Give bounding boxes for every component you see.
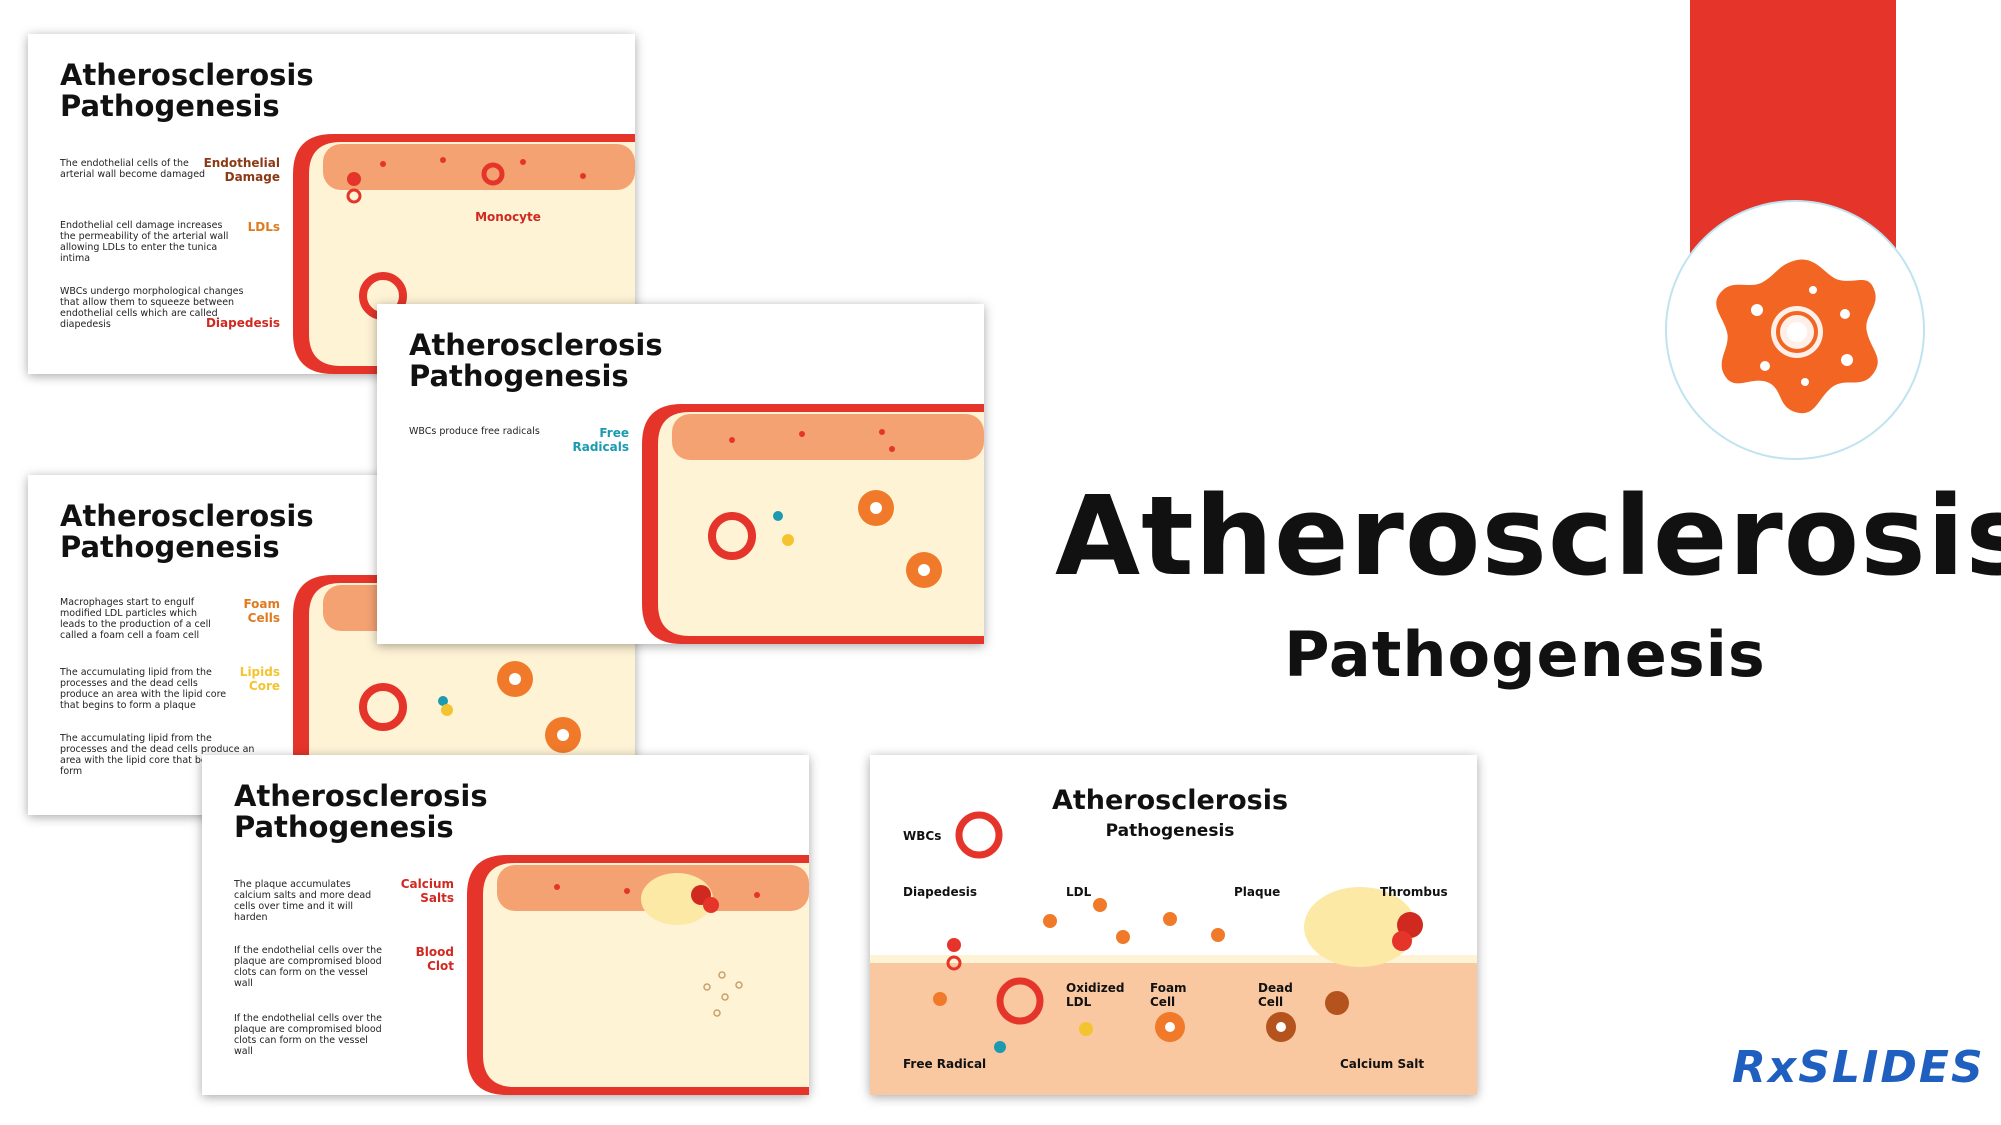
label-dead-cell: Dead Cell <box>1258 981 1293 1009</box>
label-diapedesis: Diapedesis <box>903 885 978 899</box>
macrophage-icon <box>1716 259 1878 414</box>
hero-subtitle: Pathogenesis <box>1284 618 1766 691</box>
label-ldl: LDL <box>1066 885 1092 899</box>
label-diapedesis: Diapedesis <box>205 316 280 330</box>
hero-title: Atherosclerosis <box>1055 472 2001 600</box>
description-text: Macrophages start to engulf modified LDL… <box>60 597 211 641</box>
label-blood-clot: Blood Clot <box>415 945 454 973</box>
description-text: Endothelial cell damage increases the pe… <box>60 220 229 264</box>
label-endothelial-damage: Endothelial Damage <box>203 156 280 184</box>
slide-subtitle: Pathogenesis <box>1105 821 1235 841</box>
description-text: The plaque accumulates calcium salts and… <box>234 879 372 923</box>
description-text: If the endothelial cells over the plaque… <box>234 1013 382 1057</box>
label-monocyte: Monocyte <box>475 210 541 224</box>
pathogenesis-diagram <box>870 811 1477 1095</box>
description-text: WBCs produce free radicals <box>409 426 540 437</box>
description-text: The accumulating lipid from the processe… <box>60 733 255 777</box>
label-foam-cell: Foam Cell <box>1150 981 1187 1009</box>
label-wbcs: WBCs <box>903 829 942 843</box>
label-oxidized-ldl: Oxidized LDL <box>1066 981 1125 1009</box>
label-foam-cells: Foam Cells <box>243 597 280 625</box>
label-free-radical: Free Radical <box>903 1057 987 1071</box>
blood-vessel-illustration <box>467 855 809 1095</box>
slide-title: Atherosclerosis <box>1051 785 1289 816</box>
description-text: WBCs undergo morphological changes that … <box>60 286 244 330</box>
label-calcium-salt: Calcium Salt <box>1340 1057 1425 1071</box>
slide-thumbnail-5[interactable]: Atherosclerosis Pathogenesis WBCs Diaped… <box>870 755 1477 1095</box>
label-lipids-core: Lipids Core <box>239 665 280 693</box>
icon-badge <box>1665 200 1925 460</box>
description-text: If the endothelial cells over the plaque… <box>234 945 382 989</box>
rxslides-logo: RxSLIDES <box>1732 1042 1985 1093</box>
label-thrombus: Thrombus <box>1380 885 1448 899</box>
description-text: The endothelial cells of the arterial wa… <box>60 158 206 180</box>
label-calcium-salts: Calcium Salts <box>400 877 454 905</box>
label-plaque: Plaque <box>1234 885 1281 899</box>
label-ldls: LDLs <box>247 220 280 234</box>
blood-vessel-illustration <box>642 404 984 644</box>
description-text: The accumulating lipid from the processe… <box>60 667 227 711</box>
label-free-radicals: Free Radicals <box>572 426 629 454</box>
